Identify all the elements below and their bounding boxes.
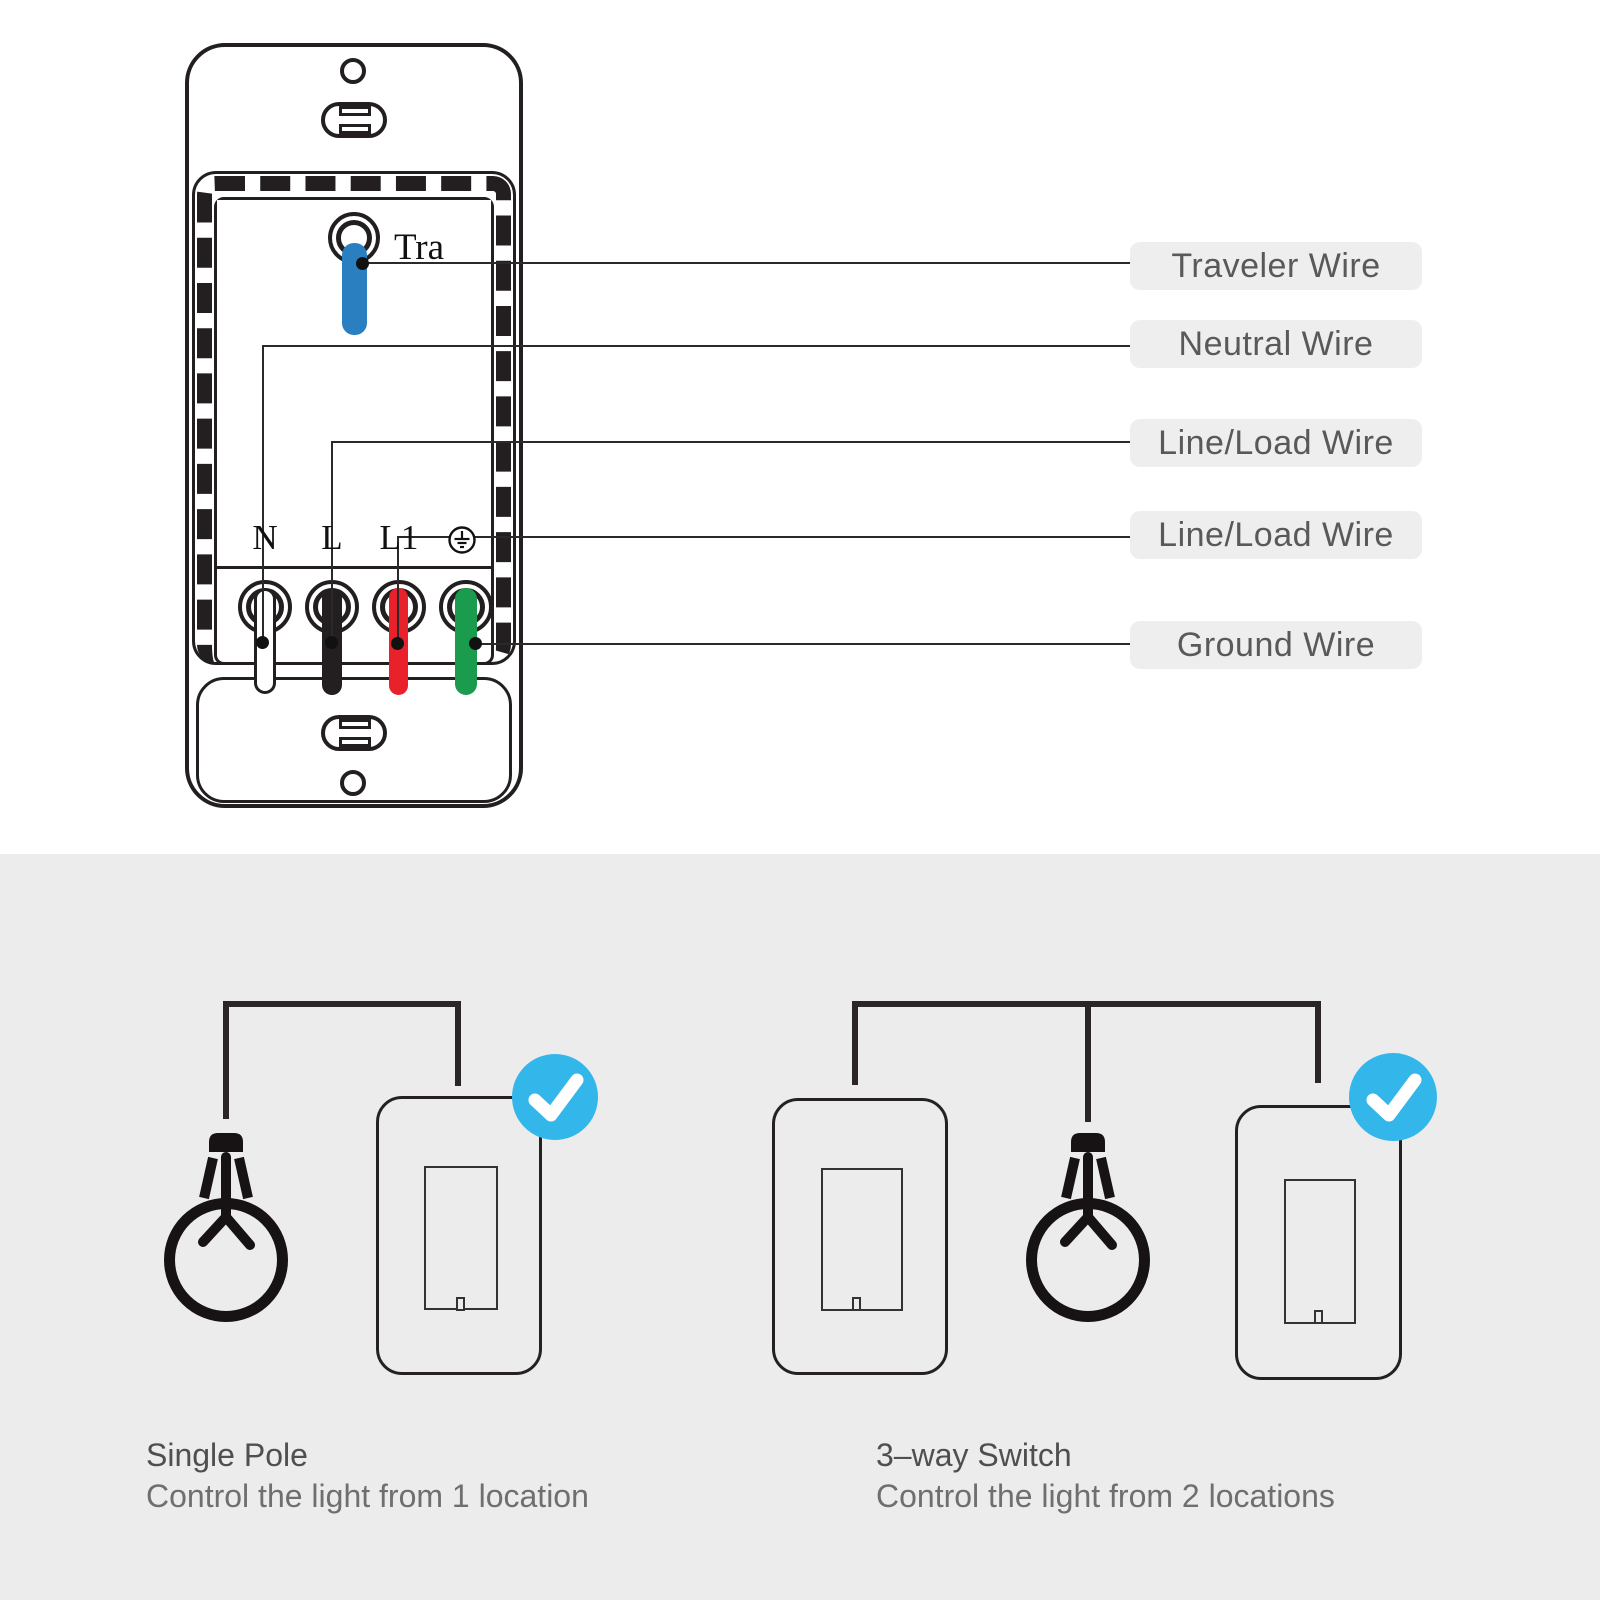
bulb-icon (1026, 1133, 1150, 1322)
mounting-slot-bottom (321, 715, 387, 751)
switch-plate-single (376, 1096, 542, 1375)
slot-tab (339, 124, 371, 134)
cable-3way-right-drop (1315, 1001, 1321, 1083)
leader-line-line (331, 441, 1130, 443)
terminal-label-l: L (321, 518, 343, 557)
caption-single-pole-subtitle: Control the light from 1 location (146, 1478, 589, 1514)
rocker-3way-right (1284, 1179, 1356, 1324)
cable-3way-left-drop (852, 1001, 858, 1085)
mounting-yoke-inner-outline (214, 197, 494, 665)
terminal-label-n: N (252, 518, 278, 557)
indicator-notch (1314, 1310, 1323, 1324)
leader-line-ground (476, 643, 1130, 645)
leader-line-line-v (331, 442, 333, 643)
mounting-slot-top (321, 102, 387, 138)
check-icon (512, 1054, 598, 1140)
wire-label-load: Line/Load Wire (1130, 511, 1422, 559)
caption-3way-title: 3–way Switch (876, 1437, 1072, 1473)
switch-plate-3way-left (772, 1098, 948, 1375)
caption-3way-subtitle: Control the light from 2 locations (876, 1478, 1335, 1514)
screw-hole-top (340, 58, 366, 84)
screw-hole-bottom (340, 770, 366, 796)
cable-single-top (223, 1001, 461, 1007)
wire-label-line: Line/Load Wire (1130, 419, 1422, 467)
dot-load (391, 637, 404, 650)
leader-line-neutral (262, 345, 1130, 347)
dot-line (325, 636, 338, 649)
terminal-label-tra: Tra (394, 227, 445, 268)
caption-single-pole-title: Single Pole (146, 1437, 308, 1473)
wire-label-ground: Ground Wire (1130, 621, 1422, 669)
leader-line-traveler (362, 262, 1130, 264)
cable-3way-bulb-drop (1085, 1001, 1091, 1122)
indicator-notch (852, 1297, 861, 1311)
cable-single-bulb-drop (223, 1001, 229, 1119)
check-icon (1349, 1053, 1437, 1141)
wire-label-neutral: Neutral Wire (1130, 320, 1422, 368)
indicator-notch (456, 1297, 465, 1311)
dot-neutral (256, 636, 269, 649)
wire-label-traveler: Traveler Wire (1130, 242, 1422, 290)
leader-line-neutral-v (262, 346, 264, 643)
slot-tab (339, 719, 371, 729)
leader-line-load (397, 536, 1130, 538)
rocker-3way-left (821, 1168, 903, 1311)
rocker-single (424, 1166, 498, 1310)
dot-ground (469, 637, 482, 650)
plate-inner-rim (196, 677, 512, 803)
slot-tab (339, 106, 371, 116)
leader-line-load-v (397, 537, 399, 644)
terminal-label-l1: L1 (379, 518, 419, 557)
switch-plate-3way-right (1235, 1105, 1402, 1380)
bulb-icon (164, 1133, 288, 1322)
cable-single-switch-drop (455, 1001, 461, 1086)
slot-tab (339, 737, 371, 747)
ground-wire-green (455, 588, 477, 695)
earth-ground-icon (448, 526, 476, 554)
mounting-yoke-teeth (197, 176, 511, 663)
dot-traveler (356, 257, 369, 270)
